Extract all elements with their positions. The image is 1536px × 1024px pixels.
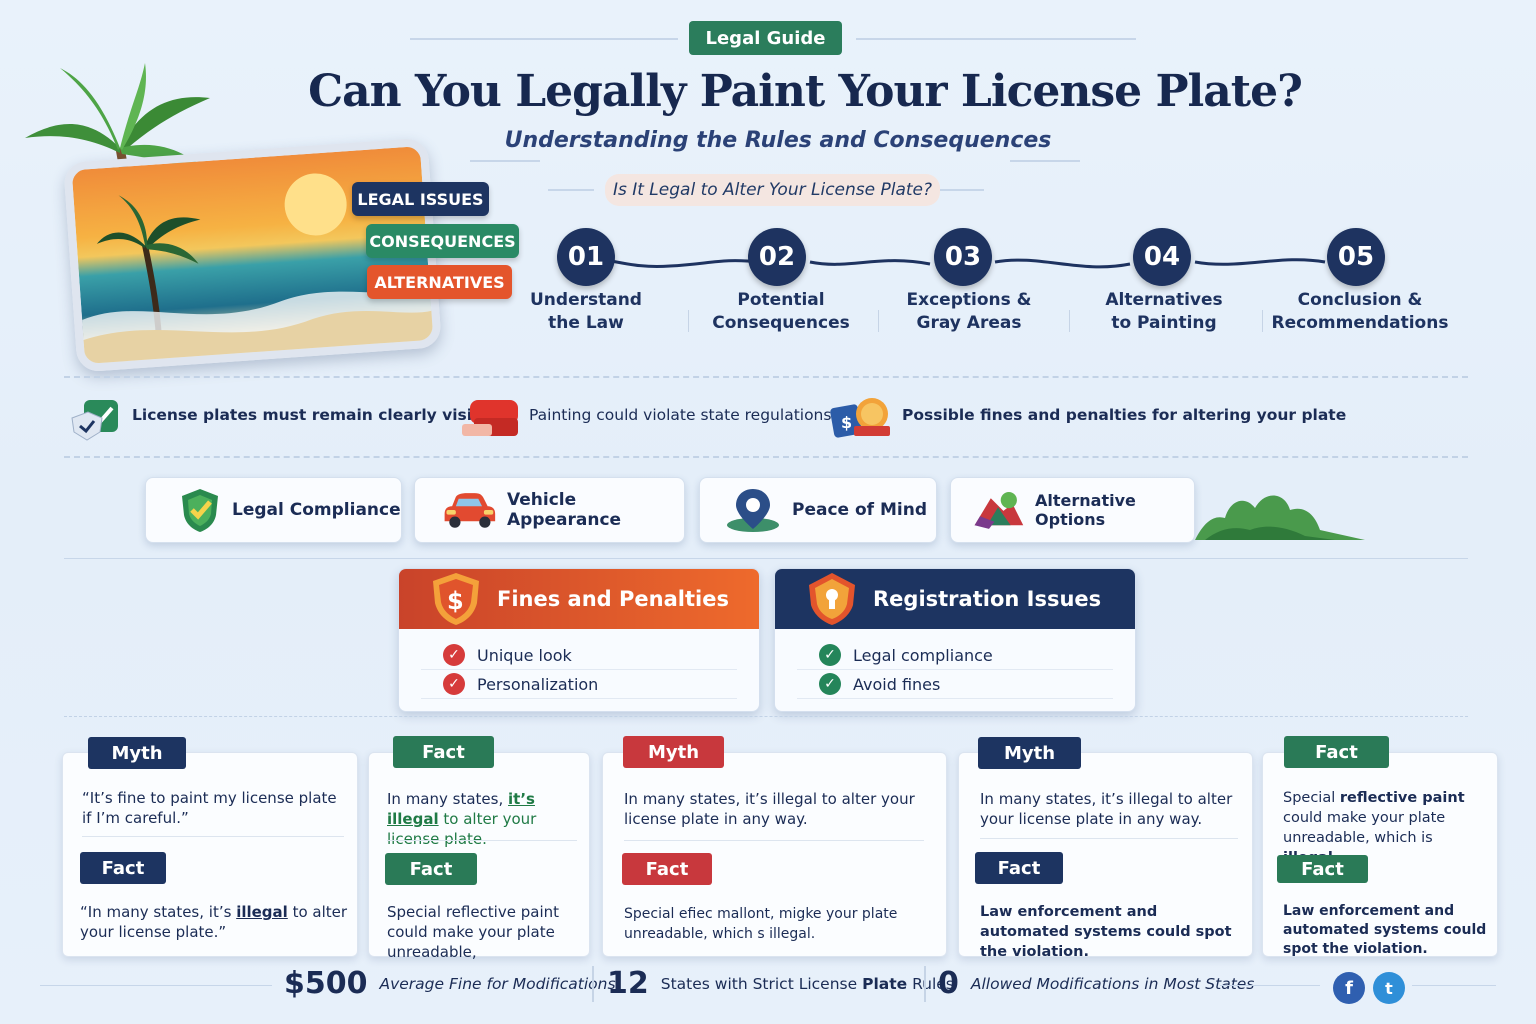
check-icon: ✓ <box>819 644 841 666</box>
myth-text: In many states, it’s illegal to alter yo… <box>980 790 1233 828</box>
fact-text: Special reflective paint could make your… <box>387 903 559 961</box>
fact-text: “In many states, it’s illegal to alter y… <box>80 903 348 941</box>
myth-text: “It’s fine to paint my license plate if … <box>82 789 337 827</box>
car-icon <box>444 493 496 528</box>
myth-badge: Myth <box>623 736 724 768</box>
legal-guide-badge: Legal Guide <box>689 21 842 55</box>
check-icon: ✓ <box>443 644 465 666</box>
location-pin-icon <box>727 489 779 532</box>
fact-text: Special reflective paint could make your… <box>1283 790 1465 866</box>
fact-badge: Fact <box>975 852 1063 884</box>
svg-text:$: $ <box>447 587 464 615</box>
page-title: Can You Legally Paint Your License Plate… <box>308 66 1303 117</box>
step-05-label: Conclusion &Recommendations <box>1271 290 1449 333</box>
check-icon: ✓ <box>443 673 465 695</box>
license-plate-illustration <box>63 137 442 373</box>
benefit-alternative-options-label: Alternative Options <box>1035 491 1136 529</box>
benefit-legal-compliance-label: Legal Compliance <box>232 500 401 520</box>
benefit-vehicle-appearance-label: Vehicle Appearance <box>507 490 622 530</box>
tag-legal-issues: LEGAL ISSUES <box>352 182 489 216</box>
check-fines-text: Possible fines and penalties for alterin… <box>902 406 1347 424</box>
fines-item: ✓Personalization <box>421 670 737 699</box>
registration-panel: Registration Issues ✓Legal compliance ✓A… <box>774 568 1136 712</box>
fact-badge: Fact <box>622 853 712 885</box>
fact-badge: Fact <box>80 852 166 884</box>
facebook-icon[interactable]: f <box>1333 972 1365 1004</box>
question-pill: Is It Legal to Alter Your License Plate? <box>605 174 940 206</box>
fact-text: In many states, it’s illegal to alter yo… <box>387 790 537 848</box>
myth-text: In many states, it’s illegal to alter yo… <box>624 790 915 828</box>
svg-text:$: $ <box>841 413 852 432</box>
sun-icon <box>282 171 349 238</box>
registration-panel-title: Registration Issues <box>873 587 1102 611</box>
fines-panel: $ Fines and Penalties ✓Unique look ✓Pers… <box>398 568 760 712</box>
registration-item: ✓Legal compliance <box>797 641 1113 670</box>
benefit-legal-compliance: Legal Compliance <box>145 477 402 543</box>
fines-panel-title: Fines and Penalties <box>497 587 729 611</box>
stat-average-fine: $500 Average Fine for Modifications <box>284 966 616 1001</box>
page-subtitle: Understanding the Rules and Consequences <box>504 128 1052 153</box>
fact-badge: Fact <box>393 736 494 768</box>
shield-check-icon <box>182 489 218 532</box>
fact-text: Special efiec mallont, migke your plate … <box>624 906 898 942</box>
visible-check-icon <box>71 400 118 441</box>
alternative-options-icon <box>974 491 1024 529</box>
step-02-number: 02 <box>748 228 806 286</box>
stat-number: 0 <box>938 966 959 1001</box>
step-05-number: 05 <box>1327 228 1385 286</box>
check-icon: ✓ <box>819 673 841 695</box>
step-03-number: 03 <box>934 228 992 286</box>
fact-badge: Fact <box>1284 736 1389 768</box>
step-04-number: 04 <box>1133 228 1191 286</box>
tag-alternatives: ALTERNATIVES <box>367 265 512 299</box>
paint-roller-icon <box>462 400 518 436</box>
stat-label: Allowed Modifications in Most States <box>970 974 1255 993</box>
twitter-icon[interactable]: t <box>1373 972 1405 1004</box>
myth-badge: Myth <box>88 737 186 769</box>
benefit-vehicle-appearance: Vehicle Appearance <box>414 477 685 543</box>
mythfact-card-5 <box>1262 752 1498 957</box>
stat-allowed-mods: 0 Allowed Modifications in Most States <box>938 966 1254 1001</box>
dollar-shield-icon: $ <box>433 573 479 625</box>
fact-badge: Fact <box>385 853 477 885</box>
shrub-icon <box>1195 495 1365 540</box>
stat-label: Average Fine for Modifications <box>379 974 616 993</box>
stat-label: States with Strict License Plate Rules <box>660 974 954 993</box>
myth-badge: Myth <box>978 737 1081 769</box>
fact-text: Law enforcement and automated systems co… <box>1283 903 1487 957</box>
stat-strict-states: 12 States with Strict License Plate Rule… <box>607 966 954 1001</box>
money-fine-icon: $ <box>830 398 890 438</box>
step-01-number: 01 <box>557 228 615 286</box>
keyhole-shield-icon <box>809 573 855 625</box>
stat-number: 12 <box>607 966 649 1001</box>
benefit-alternative-options: Alternative Options <box>950 477 1195 543</box>
check-visible-text: License plates must remain clearly visib… <box>132 406 500 424</box>
step-03-label: Exceptions &Gray Areas <box>906 290 1032 333</box>
fact-text: Law enforcement and automated systems co… <box>980 904 1232 960</box>
check-regulations-text: Painting could violate state regulations <box>529 406 832 424</box>
fact-badge: Fact <box>1277 855 1368 883</box>
fines-item: ✓Unique look <box>421 641 737 670</box>
benefit-peace-of-mind: Peace of Mind <box>699 477 937 543</box>
benefit-peace-of-mind-label: Peace of Mind <box>792 500 927 520</box>
stat-number: $500 <box>284 966 368 1001</box>
registration-item: ✓Avoid fines <box>797 670 1113 699</box>
tag-consequences: CONSEQUENCES <box>366 224 519 258</box>
